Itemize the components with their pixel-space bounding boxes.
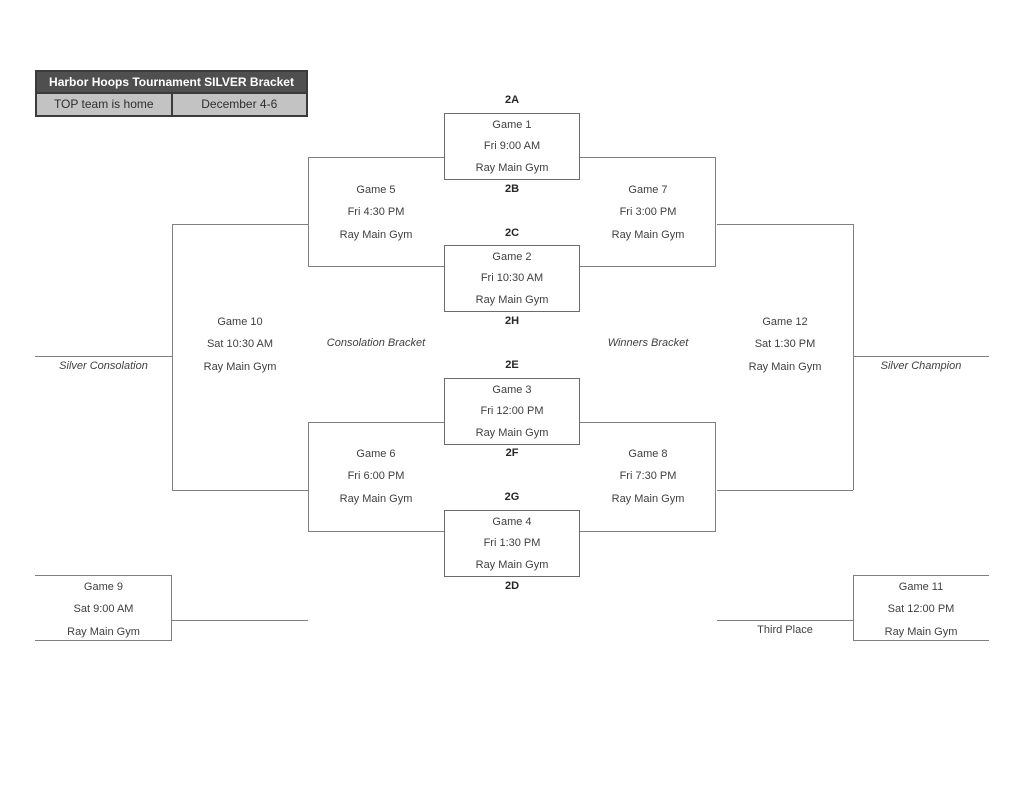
game-6-info: Game 6 Fri 6:00 PM Ray Main Gym xyxy=(308,443,444,510)
bracket-line-game9-out xyxy=(172,620,308,621)
game-venue: Ray Main Gym xyxy=(67,625,140,638)
bracket-line-game9 xyxy=(35,575,172,641)
game-venue: Ray Main Gym xyxy=(748,360,822,373)
game-1-box: Game 1 Fri 9:00 AM Ray Main Gym xyxy=(444,113,580,180)
game-time: Sat 9:00 AM xyxy=(73,603,134,616)
game-time: Sat 10:30 AM xyxy=(206,338,274,351)
legend-dates: December 4-6 xyxy=(170,94,307,115)
game-name: Game 7 xyxy=(628,184,668,196)
game-8-info: Game 8 Fri 7:30 PM Ray Main Gym xyxy=(580,443,716,510)
bracket-line-game10-vertical xyxy=(172,224,173,490)
game-venue: Ray Main Gym xyxy=(475,427,549,440)
game-time: Fri 1:30 PM xyxy=(483,537,541,550)
game-venue: Ray Main Gym xyxy=(203,360,277,373)
game-7-info: Game 7 Fri 3:00 PM Ray Main Gym xyxy=(580,179,716,246)
bracket-line-game8 xyxy=(580,422,716,532)
legend-home-note: TOP team is home xyxy=(53,97,154,111)
game-name: Game 11 xyxy=(898,581,944,593)
game-name: Game 10 xyxy=(217,316,263,328)
slot-label-2f: 2F xyxy=(505,447,519,459)
game-4-box: Game 4 Fri 1:30 PM Ray Main Gym xyxy=(444,510,580,577)
legend-row: TOP team is home December 4-6 xyxy=(37,92,306,115)
third-place-label: Third Place xyxy=(757,624,813,636)
game-venue: Ray Main Gym xyxy=(611,228,685,241)
slot-label-2d: 2D xyxy=(504,580,520,592)
bracket-line-game12-vertical xyxy=(853,224,854,490)
game-name: Game 12 xyxy=(762,316,808,328)
game-3-box: Game 3 Fri 12:00 PM Ray Main Gym xyxy=(444,378,580,445)
game-name: Game 8 xyxy=(628,448,668,460)
game-10-info: Game 10 Sat 10:30 AM Ray Main Gym xyxy=(172,311,308,378)
bracket-line-game10-top xyxy=(172,224,308,225)
bracket-line-game5 xyxy=(308,157,444,267)
game-5-info: Game 5 Fri 4:30 PM Ray Main Gym xyxy=(308,179,444,246)
game-venue: Ray Main Gym xyxy=(339,492,413,505)
game-12-info: Game 12 Sat 1:30 PM Ray Main Gym xyxy=(717,311,853,378)
bracket-line-game12-bottom xyxy=(717,490,853,491)
bracket-line-game11 xyxy=(853,575,989,641)
game-name: Game 6 xyxy=(356,448,396,460)
bracket-legend: Harbor Hoops Tournament SILVER Bracket T… xyxy=(35,70,308,117)
bracket-line-game6 xyxy=(308,422,444,532)
game-venue: Ray Main Gym xyxy=(475,162,549,175)
game-time: Sat 1:30 PM xyxy=(754,338,816,351)
silver-consolation-label: Silver Consolation xyxy=(59,360,148,372)
slot-label-2h: 2H xyxy=(504,315,520,327)
game-venue: Ray Main Gym xyxy=(611,492,685,505)
game-time: Fri 6:00 PM xyxy=(347,470,405,483)
bracket-line-game7 xyxy=(580,157,716,267)
game-venue: Ray Main Gym xyxy=(475,559,549,572)
bracket-line-game10-bottom xyxy=(172,490,308,491)
winners-bracket-label: Winners Bracket xyxy=(607,337,689,349)
slot-label-2c: 2C xyxy=(504,227,520,239)
silver-champion-label: Silver Champion xyxy=(880,360,962,372)
bracket-line-game12-top xyxy=(717,224,853,225)
game-9-info: Game 9 Sat 9:00 AM Ray Main Gym xyxy=(35,576,172,643)
game-time: Fri 10:30 AM xyxy=(480,272,544,285)
slot-label-2g: 2G xyxy=(504,491,520,503)
bracket-line-game11-out xyxy=(717,620,853,621)
game-time: Fri 12:00 PM xyxy=(480,405,544,418)
game-venue: Ray Main Gym xyxy=(475,294,549,307)
game-2-box: Game 2 Fri 10:30 AM Ray Main Gym xyxy=(444,245,580,312)
bracket-line-silver-champion xyxy=(853,356,989,357)
game-time: Fri 4:30 PM xyxy=(347,206,405,219)
game-name: Game 9 xyxy=(83,581,124,593)
game-11-info: Game 11 Sat 12:00 PM Ray Main Gym xyxy=(853,576,989,643)
slot-label-2a: 2A xyxy=(504,94,520,106)
slot-label-2b: 2B xyxy=(504,183,520,195)
game-name: Game 5 xyxy=(356,184,396,196)
game-name: Game 3 xyxy=(492,383,532,396)
game-name: Game 4 xyxy=(492,515,532,528)
consolation-bracket-label: Consolation Bracket xyxy=(326,337,426,349)
game-venue: Ray Main Gym xyxy=(884,625,958,638)
game-venue: Ray Main Gym xyxy=(339,228,413,241)
bracket-line-silver-consolation xyxy=(35,356,172,357)
bracket-title: Harbor Hoops Tournament SILVER Bracket xyxy=(37,72,306,92)
game-time: Sat 12:00 PM xyxy=(887,603,955,616)
game-name: Game 1 xyxy=(492,118,532,131)
game-time: Fri 9:00 AM xyxy=(483,140,541,153)
game-time: Fri 7:30 PM xyxy=(619,470,677,483)
game-name: Game 2 xyxy=(492,250,532,263)
slot-label-2e: 2E xyxy=(505,359,519,371)
game-time: Fri 3:00 PM xyxy=(619,206,677,219)
